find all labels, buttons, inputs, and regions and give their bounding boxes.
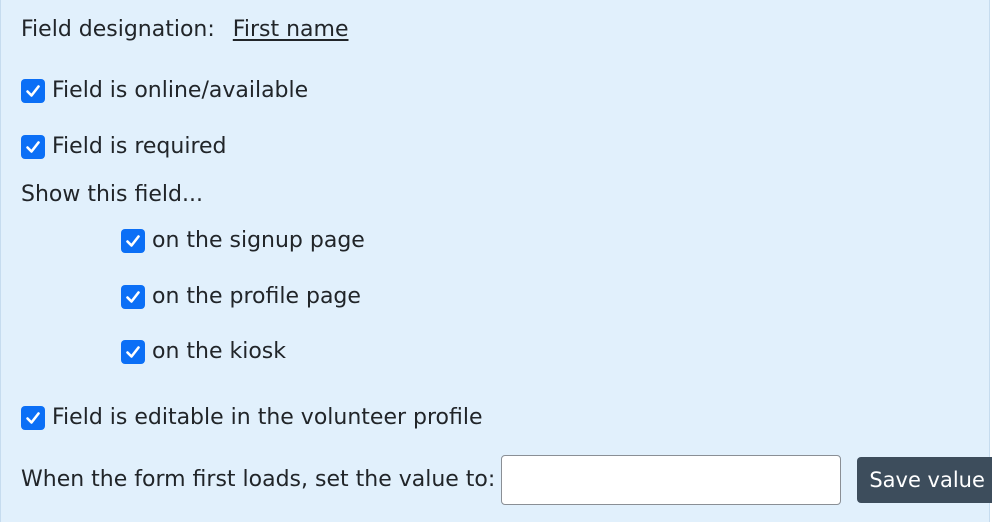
- field-designation-label: Field designation:: [21, 17, 215, 42]
- save-value-button[interactable]: Save value: [857, 457, 992, 503]
- checkmark-icon: [26, 141, 40, 153]
- checkmark-icon: [126, 235, 140, 247]
- checkmark-icon: [26, 412, 40, 424]
- signup-label: on the signup page: [152, 228, 365, 253]
- checkmark-icon: [126, 291, 140, 303]
- required-checkbox[interactable]: [21, 135, 45, 159]
- default-value-label: When the form first loads, set the value…: [21, 467, 496, 492]
- default-value-input[interactable]: [501, 455, 842, 505]
- required-label: Field is required: [52, 134, 227, 159]
- profile-label: on the profile page: [152, 284, 361, 309]
- signup-checkbox[interactable]: [121, 229, 145, 253]
- editable-option[interactable]: Field is editable in the volunteer profi…: [21, 406, 483, 430]
- show-field-heading: Show this field...: [21, 184, 203, 206]
- show-on-signup-option[interactable]: on the signup page: [121, 229, 365, 253]
- field-designation-link[interactable]: First name: [232, 17, 349, 42]
- editable-label: Field is editable in the volunteer profi…: [52, 405, 483, 430]
- online-label: Field is online/available: [52, 78, 309, 103]
- show-on-kiosk-option[interactable]: on the kiosk: [121, 340, 286, 364]
- editable-checkbox[interactable]: [21, 406, 45, 430]
- profile-checkbox[interactable]: [121, 285, 145, 309]
- default-value-row: When the form first loads, set the value…: [21, 455, 992, 505]
- online-checkbox[interactable]: [21, 79, 45, 103]
- kiosk-checkbox[interactable]: [121, 340, 145, 364]
- checkmark-icon: [26, 85, 40, 97]
- kiosk-label: on the kiosk: [152, 339, 287, 364]
- show-on-profile-option[interactable]: on the profile page: [121, 285, 361, 309]
- field-designation-row: Field designation: First name: [21, 19, 348, 41]
- online-option[interactable]: Field is online/available: [21, 79, 308, 103]
- checkmark-icon: [126, 346, 140, 358]
- show-field-heading-text: Show this field...: [21, 182, 203, 207]
- required-option[interactable]: Field is required: [21, 135, 227, 159]
